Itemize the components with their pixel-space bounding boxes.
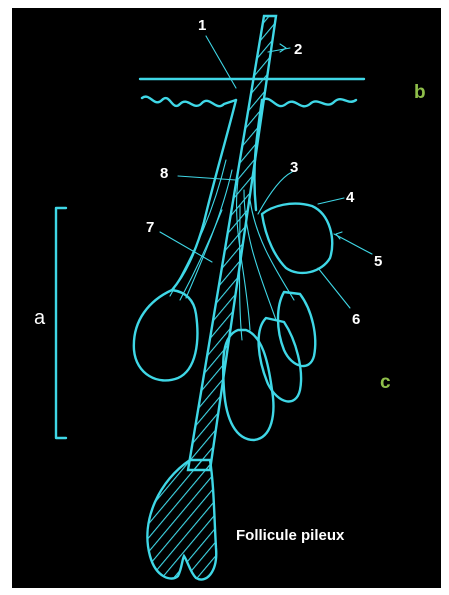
- zone-label-a: a: [34, 307, 46, 329]
- zone-label-c: c: [380, 372, 391, 393]
- label-6: 6: [352, 311, 360, 328]
- zone-label-b: b: [414, 82, 426, 103]
- label-4: 4: [346, 189, 355, 206]
- label-8: 8: [160, 165, 168, 182]
- label-1: 1: [198, 17, 206, 34]
- label-5: 5: [374, 253, 382, 270]
- label-2: 2: [294, 41, 302, 58]
- diagram-caption: Follicule pileux: [236, 527, 345, 544]
- label-7: 7: [146, 219, 154, 236]
- label-3: 3: [290, 159, 298, 176]
